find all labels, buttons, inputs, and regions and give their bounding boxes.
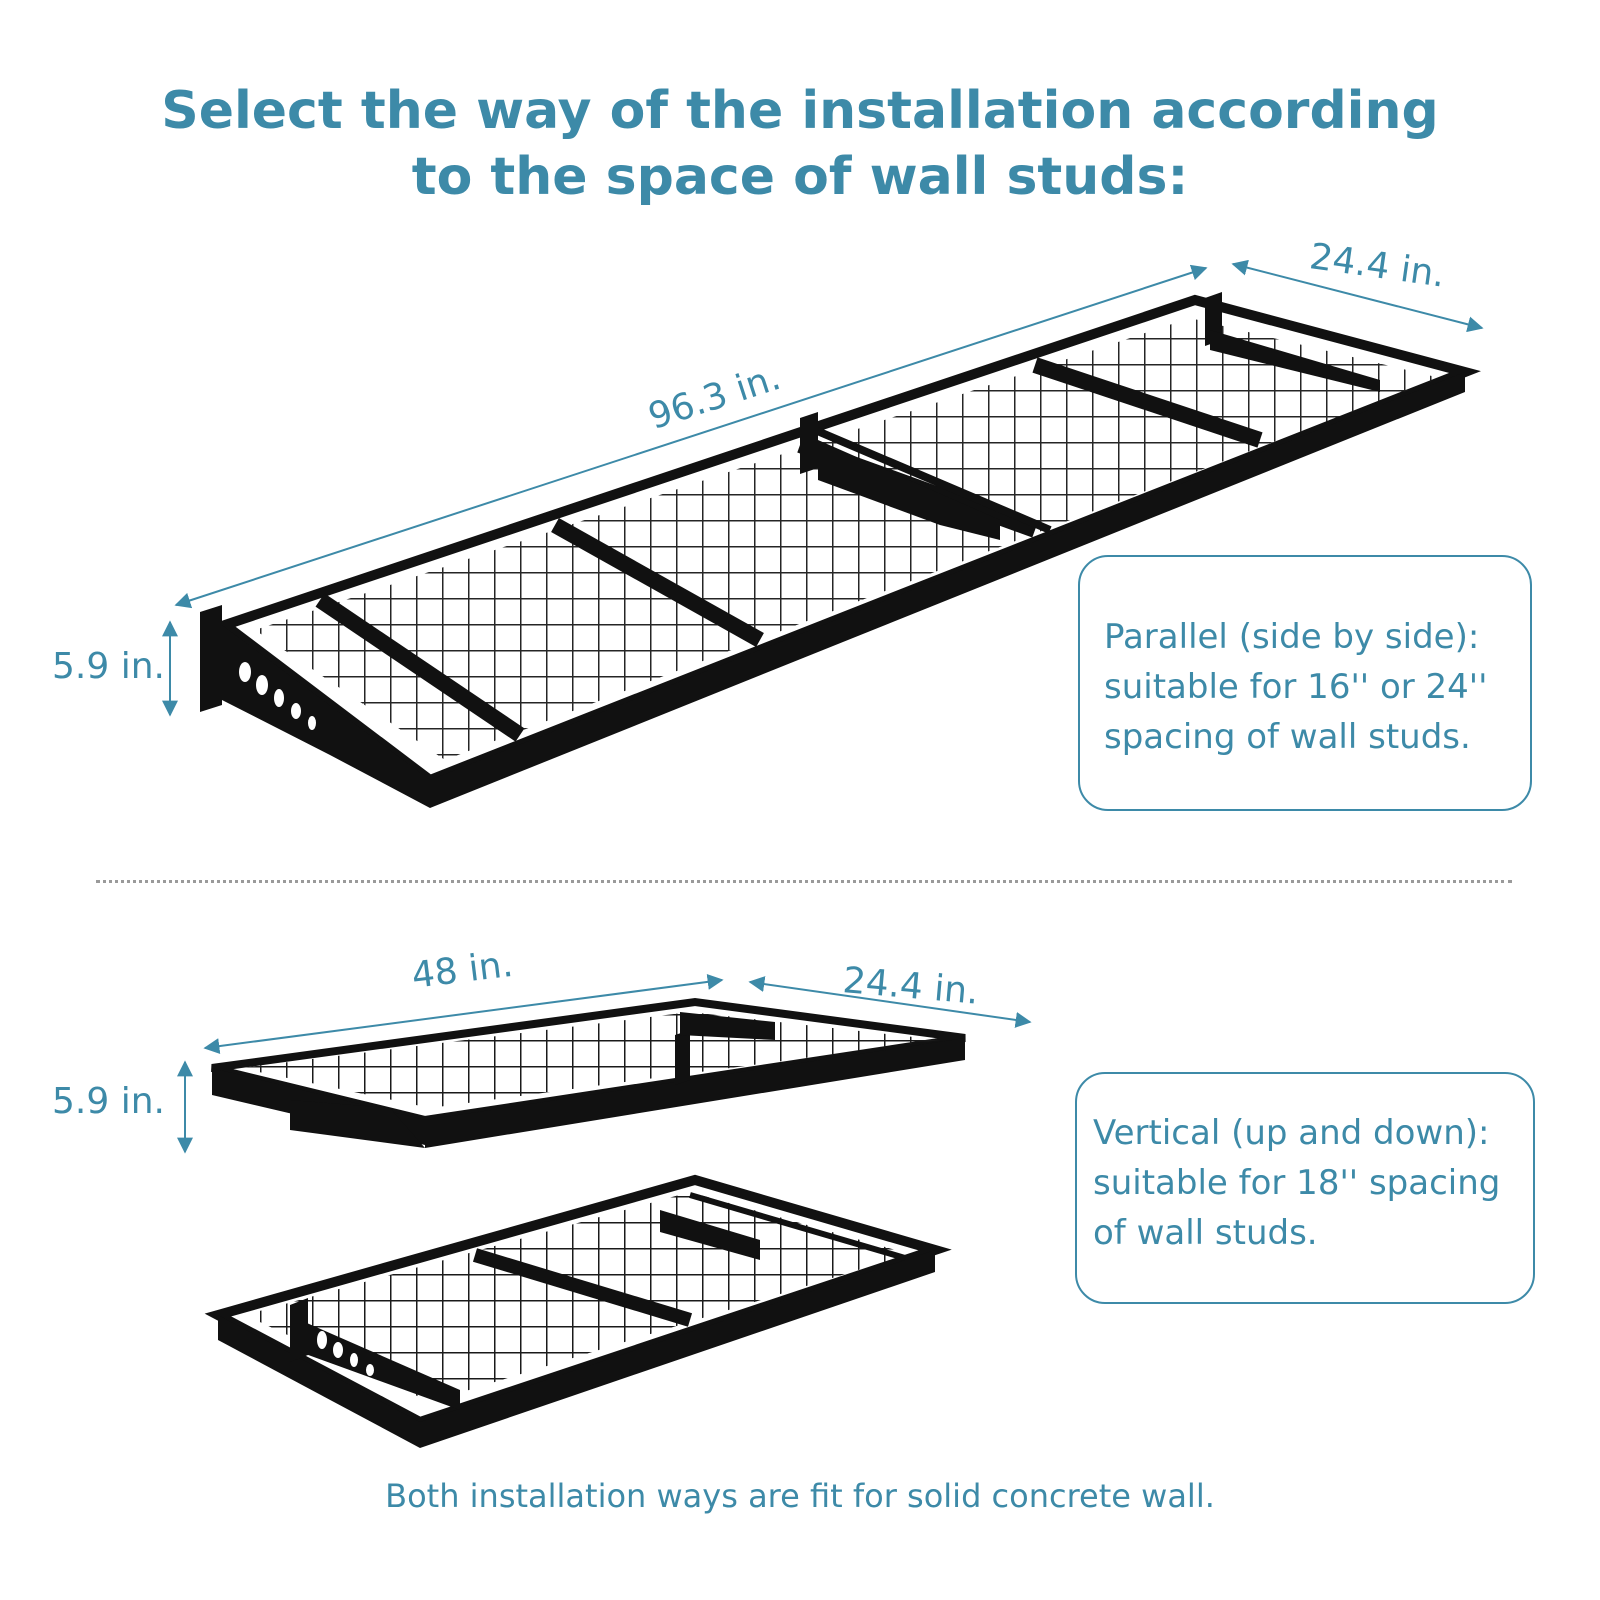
vertical-lower-shelf — [204, 1174, 952, 1448]
title-line-2: to the space of wall studs: — [411, 147, 1189, 207]
vertical-info-line-2: suitable for 18'' spacing — [1093, 1163, 1501, 1203]
page-title: Select the way of the installation accor… — [0, 78, 1600, 210]
parallel-info-line-1: Parallel (side by side): — [1104, 617, 1480, 657]
vertical-height-label: 5.9 in. — [52, 1081, 165, 1122]
vertical-info-line-1: Vertical (up and down): — [1093, 1113, 1490, 1153]
parallel-height-label: 5.9 in. — [52, 646, 165, 687]
parallel-info-line-2: suitable for 16'' or 24'' — [1104, 667, 1488, 707]
title-line-1: Select the way of the installation accor… — [161, 81, 1439, 141]
parallel-dimension-arrows — [162, 259, 1484, 717]
section-divider — [96, 880, 1512, 883]
vertical-info-box: Vertical (up and down): suitable for 18'… — [1075, 1072, 1535, 1304]
vertical-info-line-3: of wall studs. — [1093, 1213, 1318, 1253]
parallel-info-box: Parallel (side by side): suitable for 16… — [1078, 555, 1532, 811]
footer-note: Both installation ways are fit for solid… — [385, 1477, 1215, 1515]
parallel-info-line-3: spacing of wall studs. — [1104, 717, 1471, 757]
vertical-upper-shelf — [211, 997, 966, 1148]
vertical-dimension-arrows — [177, 973, 1032, 1154]
